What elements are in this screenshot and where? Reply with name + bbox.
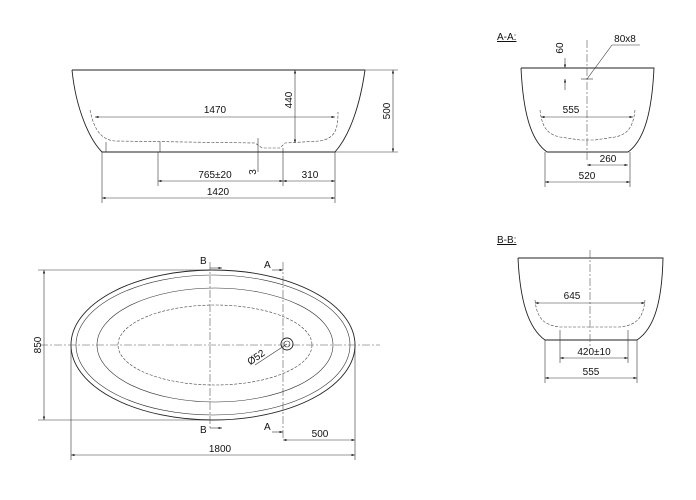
dim-1470: 1470 (204, 105, 227, 116)
section-aa: A-A: 80x8 60 555 260 520 (497, 32, 655, 187)
section-mark-b-top: B (200, 256, 207, 267)
section-mark-a-top: A (264, 260, 271, 271)
drain-icon (280, 337, 294, 351)
dim-555: 555 (563, 105, 580, 116)
side-view: 1470 440 500 3 765±20 310 1420 (71, 69, 398, 203)
dim-500-top: 500 (312, 429, 329, 440)
dim-260: 260 (600, 154, 617, 165)
section-mark-b-bottom: B (200, 425, 207, 436)
dim-1800: 1800 (209, 444, 232, 455)
section-aa-title: A-A: (497, 32, 516, 43)
dim-765: 765±20 (198, 170, 232, 181)
dim-80x8: 80x8 (614, 34, 636, 45)
dim-1420: 1420 (207, 187, 230, 198)
section-bb-title: B-B: (497, 235, 516, 246)
section-bb: B-B: 645 420±10 555 (497, 235, 664, 383)
dim-420: 420±10 (577, 347, 611, 358)
dim-850: 850 (33, 336, 44, 353)
top-view: Ø52 B B A A 850 500 1800 (33, 256, 380, 460)
dim-520: 520 (579, 171, 596, 182)
dim-drain: Ø52 (246, 348, 268, 368)
dim-500: 500 (382, 102, 393, 119)
dim-645: 645 (564, 291, 581, 302)
dim-3: 3 (248, 169, 259, 175)
side-outline (71, 69, 366, 153)
section-mark-a-bottom: A (264, 422, 271, 433)
dim-440: 440 (284, 91, 295, 108)
dim-555-bb: 555 (583, 367, 600, 378)
dim-310: 310 (302, 170, 319, 181)
dim-60: 60 (555, 42, 566, 54)
